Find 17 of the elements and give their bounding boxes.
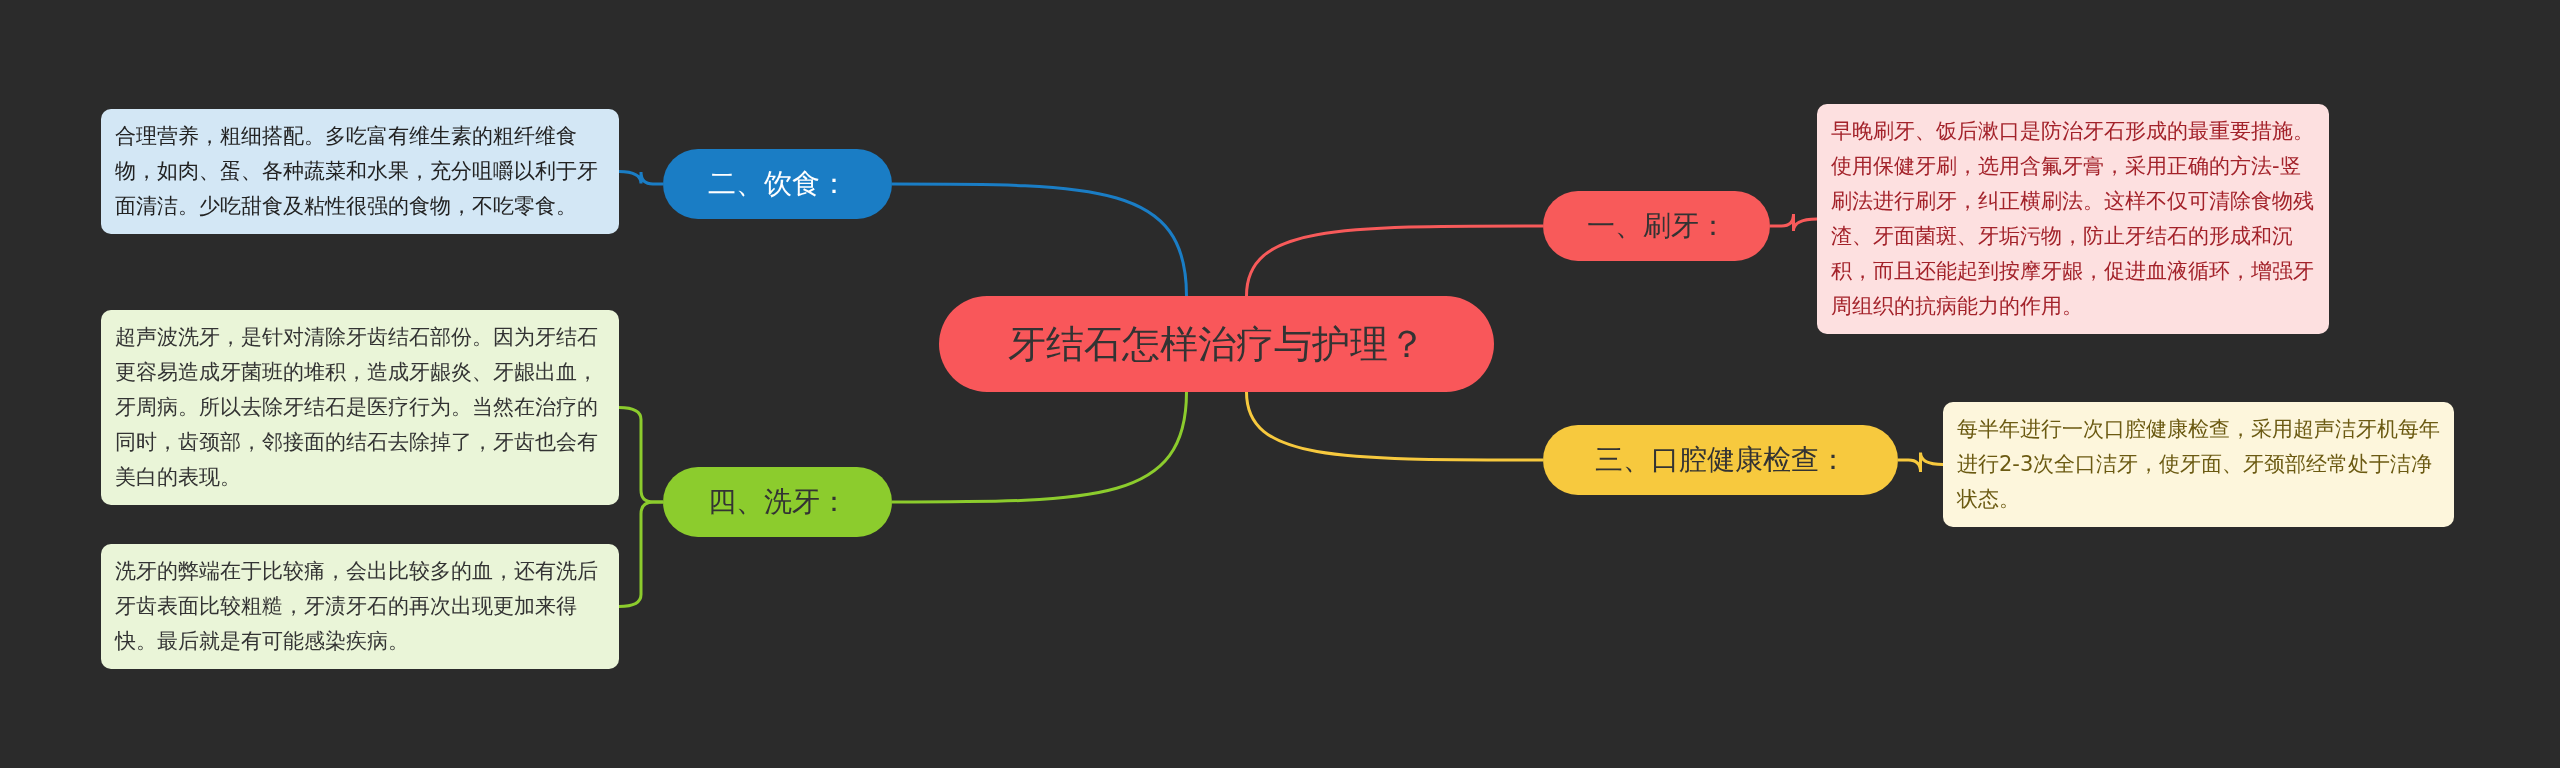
connector-line <box>1770 212 1818 233</box>
central-topic: 牙结石怎样治疗与护理？ <box>939 296 1494 392</box>
connector-line <box>618 170 663 186</box>
note-card: 合理营养，粗细搭配。多吃富有维生素的粗纤维食物，如肉、蛋、各种蔬菜和水果，充分咀嚼以利于牙面清洁。少吃甜食及粘性很强的食物，不吃零食。 <box>101 109 619 234</box>
connector-line <box>1245 224 1543 297</box>
topic-pill: 四、洗牙： <box>663 467 892 537</box>
connector-line <box>1245 391 1543 462</box>
note-card: 每半年进行一次口腔健康检查，采用超声洁牙机每年进行2-3次全口洁牙，使牙面、牙颈部经常处于洁净状态。 <box>1943 402 2454 527</box>
note-card: 早晚刷牙、饭后漱口是防治牙石形成的最重要措施。使用保健牙刷，选用含氟牙膏，采用正确的方法-竖刷法进行刷牙，纠正横刷法。这样不仅可清除食物残渣、牙面菌斑、牙垢污物，防止牙结石的形成和沉积，而且还能起到按摩牙龈，促进血液循环，增强牙周组织的抗病能力的作用。 <box>1817 104 2329 334</box>
topic-pill: 三、口腔健康检查： <box>1543 425 1898 495</box>
connector-line <box>892 391 1188 504</box>
note-card: 超声波洗牙，是针对清除牙齿结石部份。因为牙结石更容易造成牙菌班的堆积，造成牙龈炎、牙龈出血，牙周病。所以去除牙结石是医疗行为。当然在治疗的同时，齿颈部，邻接面的结石去除掉了，牙齿也会有美白的表现。 <box>101 310 619 505</box>
note-card: 洗牙的弊端在于比较痛，会出比较多的血，还有洗后牙齿表面比较粗糙，牙渍牙石的再次出现更加来得快。最后就是有可能感染疾病。 <box>101 544 619 669</box>
topic-pill: 二、饮食： <box>663 149 892 219</box>
connector-line <box>1898 451 1944 474</box>
connector-line <box>892 182 1188 297</box>
topic-pill: 一、刷牙： <box>1543 191 1770 261</box>
